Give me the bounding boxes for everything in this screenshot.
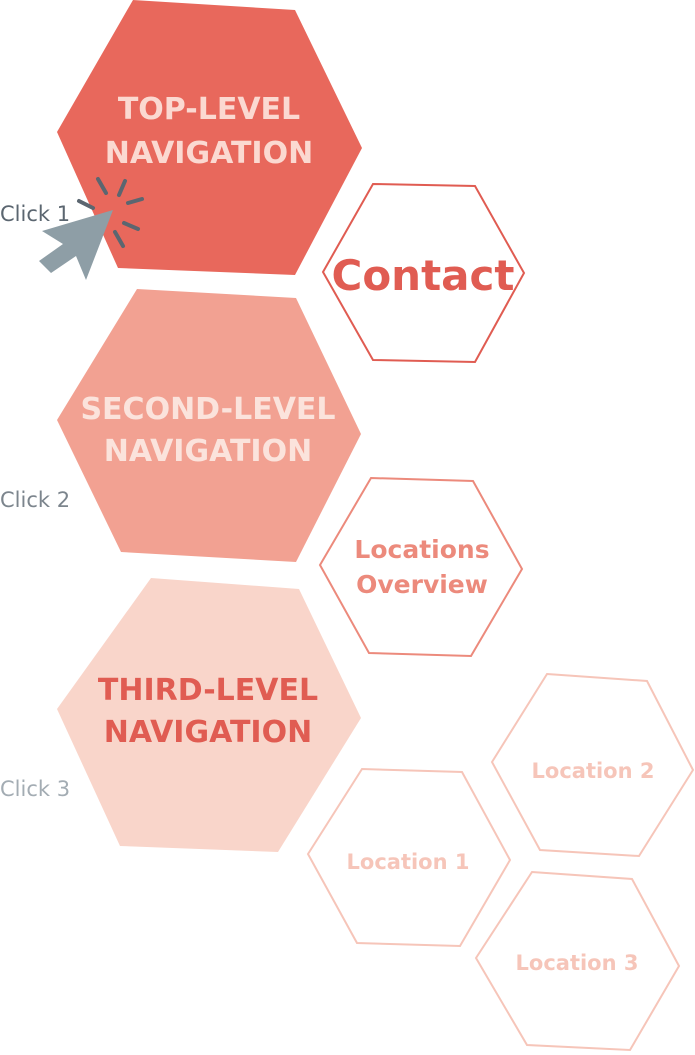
- locations-overview-label-line1: Locations: [354, 535, 489, 564]
- location-3-hexagon[interactable]: Location 3: [474, 870, 681, 1052]
- locations-overview-label-line2: Overview: [356, 570, 488, 599]
- pointer-cursor-icon: [39, 210, 113, 280]
- top-level-hexagon[interactable]: TOP-LEVEL NAVIGATION: [57, 0, 362, 275]
- second-level-label-line1: SECOND-LEVEL: [80, 392, 335, 427]
- second-level-hexagon[interactable]: SECOND-LEVEL NAVIGATION: [57, 289, 361, 562]
- contact-hexagon[interactable]: Contact: [321, 182, 526, 364]
- click-2-label: Click 2: [0, 488, 70, 512]
- location-2-label: Location 2: [532, 759, 655, 783]
- third-level-hexagon[interactable]: THIRD-LEVEL NAVIGATION: [57, 578, 361, 852]
- location-1-label: Location 1: [347, 850, 470, 874]
- click-3-label: Click 3: [0, 777, 70, 801]
- top-level-label-line2: NAVIGATION: [105, 136, 313, 171]
- location-1-hexagon[interactable]: Location 1: [306, 767, 512, 948]
- location-3-label: Location 3: [516, 951, 639, 975]
- locations-overview-hexagon[interactable]: Locations Overview: [318, 476, 524, 658]
- location-2-hexagon[interactable]: Location 2: [490, 672, 695, 858]
- click-burst-icon: [77, 177, 144, 248]
- contact-label: Contact: [332, 251, 515, 300]
- third-level-label-line2: NAVIGATION: [104, 715, 312, 750]
- second-level-label-line2: NAVIGATION: [104, 434, 312, 469]
- third-level-label-line1: THIRD-LEVEL: [98, 673, 318, 708]
- top-level-label-line1: TOP-LEVEL: [118, 92, 300, 127]
- click-1-label: Click 1: [0, 202, 70, 226]
